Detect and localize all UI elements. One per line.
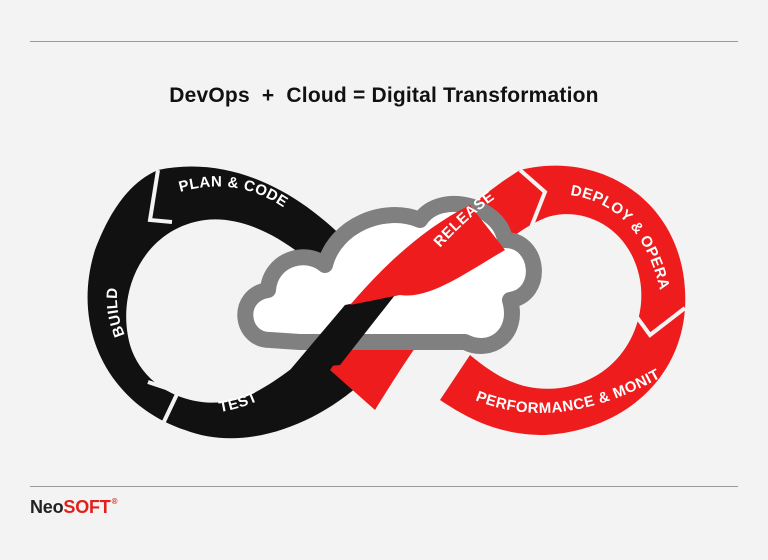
bottom-divider [30, 486, 738, 487]
page-title: DevOps + Cloud = Digital Transformation [169, 84, 599, 107]
ops-loop-crossing [350, 205, 505, 305]
ops-loop-separator [518, 168, 548, 231]
top-divider [30, 41, 738, 42]
logo-registered-mark: ® [111, 497, 118, 506]
ops-loop-separator [626, 303, 687, 338]
dev-loop-crossing [290, 295, 395, 370]
logo-soft: SOFT [63, 497, 111, 517]
neosoft-logo: NeoSOFT® [30, 497, 118, 518]
dev-loop-separator [147, 169, 173, 224]
dev-loop-band [87, 166, 381, 439]
devops-infinity-diagram: PLAN & CODE BUILD TEST RELEASE DEPLOY & … [0, 130, 687, 439]
dev-loop-separator [147, 380, 181, 431]
logo-neo: Neo [30, 497, 64, 517]
